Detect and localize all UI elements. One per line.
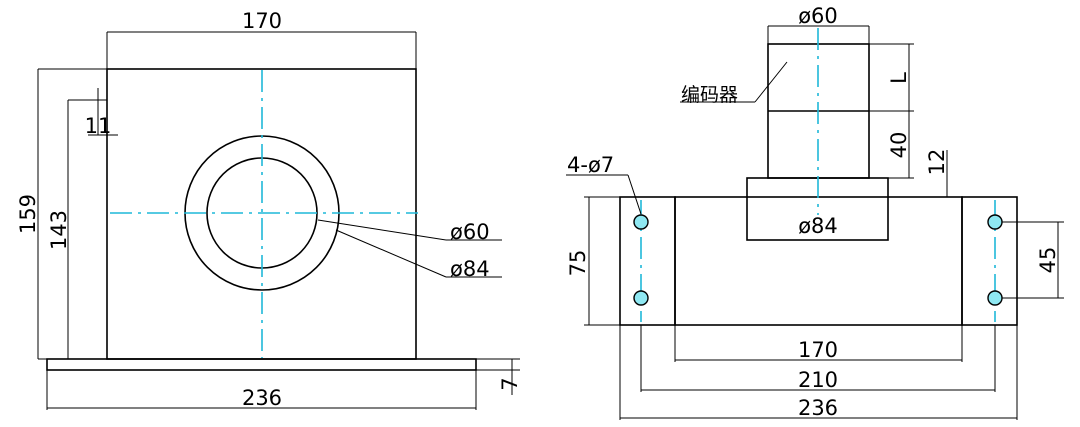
side-view: ø60 编码器 L 40 12 4-ø7 ø84 75 45: [566, 4, 1064, 420]
front-view: 170 159 143 11 ø60 ø84 236 7: [16, 9, 522, 410]
right-lug: [961, 196, 1018, 326]
dim-flange-dia-84: ø84: [798, 214, 838, 238]
dim-base-7: 7: [498, 377, 522, 390]
mount-hole-bl: [633, 290, 649, 306]
front-base-plate: [46, 358, 477, 371]
mount-hole-br: [987, 290, 1003, 306]
dim-top-170: 170: [242, 9, 282, 33]
left-lug: [619, 196, 676, 326]
dim-dia-84: ø84: [450, 257, 490, 281]
dim-236-side: 236: [798, 396, 838, 420]
dim-hole-spacing-45: 45: [1036, 247, 1060, 274]
dim-left-159: 159: [16, 194, 40, 234]
dim-bottom-236: 236: [242, 386, 282, 410]
dim-shaft-40: 40: [887, 132, 911, 159]
dim-height-75: 75: [566, 250, 590, 277]
dim-encoder-dia-60: ø60: [798, 4, 838, 28]
dim-dia-60: ø60: [450, 220, 490, 244]
mount-hole-tl: [633, 214, 649, 230]
mount-hole-tr: [987, 214, 1003, 230]
dim-11: 11: [85, 114, 112, 138]
dim-holes-4-7: 4-ø7: [567, 153, 614, 177]
dim-encoder-L: L: [887, 72, 911, 84]
dim-210: 210: [798, 368, 838, 392]
dim-left-143: 143: [47, 210, 71, 250]
dim-170: 170: [798, 338, 838, 362]
encoder-label: 编码器: [681, 84, 738, 106]
dim-12: 12: [925, 149, 949, 176]
